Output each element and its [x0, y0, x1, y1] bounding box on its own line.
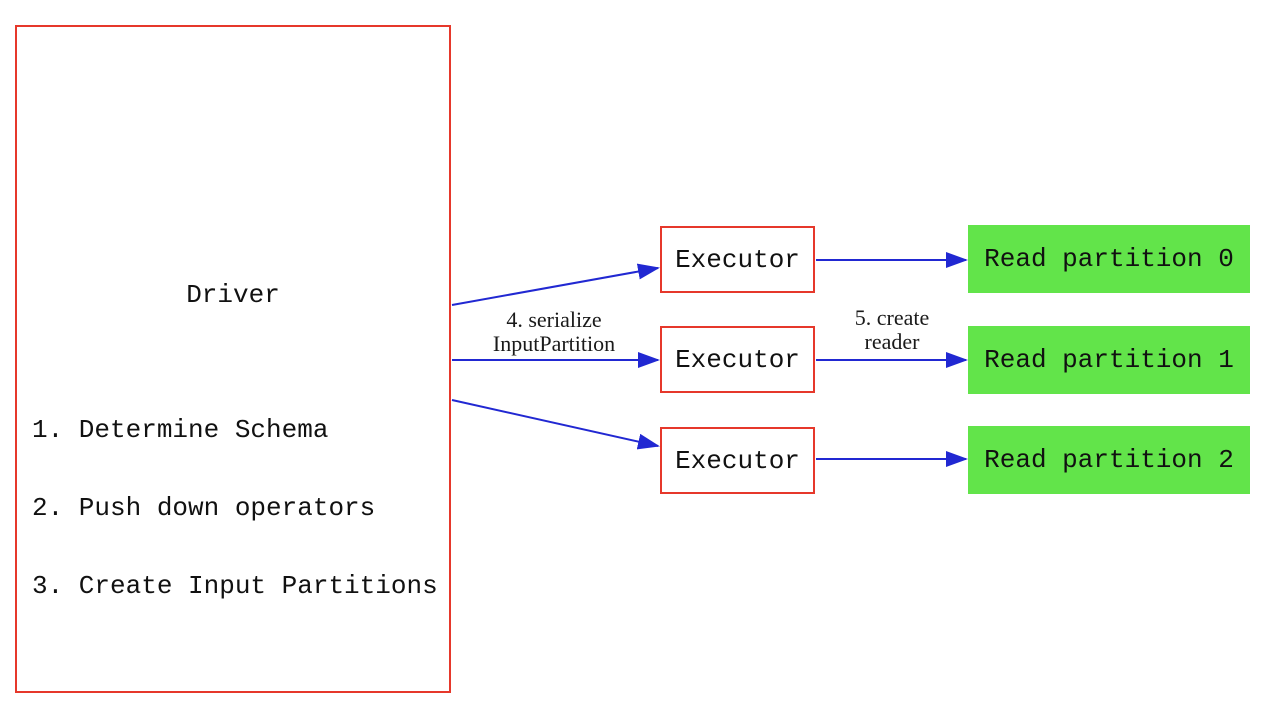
driver-title: Driver	[186, 280, 280, 310]
driver-node: Driver 1. Determine Schema 2. Push down …	[15, 25, 451, 693]
driver-step-1: 1. Determine Schema	[32, 415, 329, 445]
edge-label-create-reader: 5. create reader	[792, 306, 992, 354]
edge-label-serialize-inputpartition: 4. serialize InputPartition	[454, 308, 654, 356]
edge-label-line: 5. create	[854, 305, 930, 330]
partition-label: Read partition 0	[984, 244, 1234, 274]
driver-steps-list: 1. Determine Schema 2. Push down operato…	[32, 365, 452, 651]
partition-label: Read partition 1	[984, 345, 1234, 375]
arrow-driver-to-executor-3	[451, 399, 660, 450]
arrow-driver-to-executor-1	[451, 263, 660, 306]
partition-label: Read partition 2	[984, 445, 1234, 475]
executor-node-3: Executor	[660, 427, 815, 494]
executor-label: Executor	[675, 344, 800, 375]
edge-label-line: 4. serialize	[506, 307, 602, 332]
driver-step-3: 3. Create Input Partitions	[32, 571, 438, 601]
read-partition-node-0: Read partition 0	[968, 225, 1250, 293]
executor-node-2: Executor	[660, 326, 815, 393]
executor-label: Executor	[675, 244, 800, 275]
executor-node-1: Executor	[660, 226, 815, 293]
driver-step-2: 2. Push down operators	[32, 493, 376, 523]
executor-label: Executor	[675, 445, 800, 476]
read-partition-node-1: Read partition 1	[968, 326, 1250, 394]
edge-label-line: InputPartition	[492, 331, 616, 356]
edge-label-line: reader	[864, 329, 920, 354]
read-partition-node-2: Read partition 2	[968, 426, 1250, 494]
